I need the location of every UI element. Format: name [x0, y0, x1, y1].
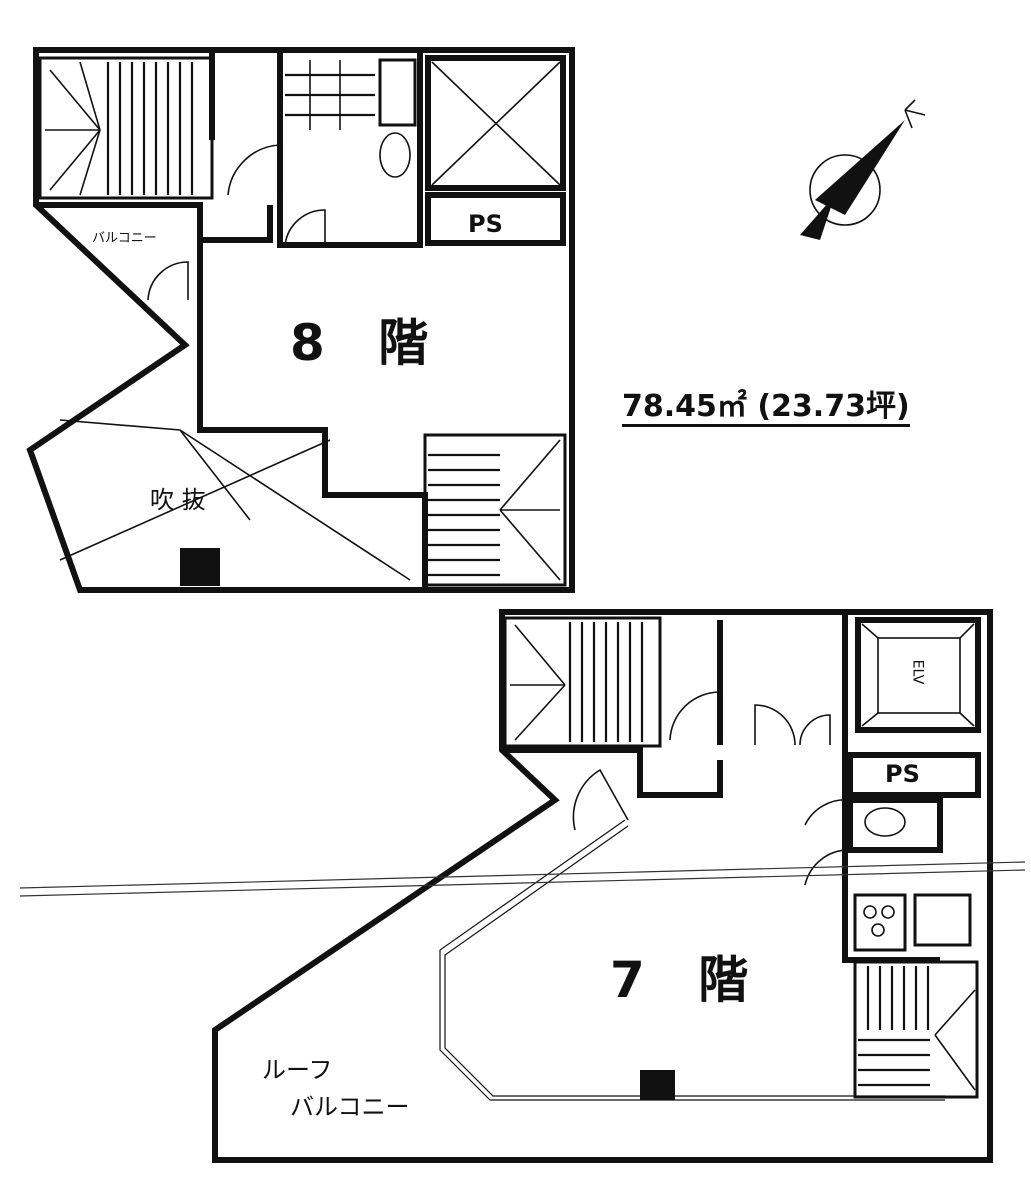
floor-8-shelves	[285, 60, 375, 130]
north-arrow-icon	[800, 99, 926, 240]
floor-7-toilet-room	[847, 797, 943, 853]
floor-7-toilet	[864, 807, 906, 837]
floor-8-plan	[26, 47, 575, 593]
floor-8-shaft	[425, 55, 566, 191]
floor-7-sink	[913, 893, 972, 947]
floor-7-stove	[853, 893, 907, 952]
floor-7-stair-a	[503, 616, 662, 748]
floor-7-outer-wall	[212, 609, 993, 1163]
floor-8-stair-b-treads	[428, 439, 561, 581]
floor-7-elv-label: ELV	[909, 659, 926, 685]
floor-7-roof-balcony-label-2: バルコニー	[290, 1093, 410, 1121]
floor-8-column	[180, 548, 220, 586]
floor-7-column	[640, 1070, 675, 1100]
scan-line	[19, 861, 1026, 889]
floor-8-balcony-label: バルコニー	[92, 231, 157, 246]
floor-7-roof-balcony-label-1: ルーフ	[262, 1056, 333, 1084]
floor-7-plan	[212, 609, 993, 1163]
floor-8-void-label: 吹 抜	[150, 486, 206, 514]
floor-8-ps-box	[425, 192, 566, 246]
floor-7-elevator	[855, 617, 981, 733]
floor-7-stair-b	[853, 960, 979, 1099]
floor-7-ps-label: PS	[885, 760, 920, 788]
floor-8-stair-b	[423, 433, 567, 587]
floor-8-void-lines	[59, 419, 411, 581]
floor-area-text: 78.45㎡ (23.73坪)	[622, 392, 910, 427]
floor-8-toilet	[379, 132, 411, 178]
floor-8-label: 8 階	[290, 314, 447, 372]
floor-8-stair-a	[38, 56, 214, 200]
floor-8-bath	[378, 58, 417, 127]
floor-8-ps-label: PS	[468, 210, 503, 238]
floor-7-label: 7 階	[610, 951, 767, 1009]
floor-7-stair-b-treads	[858, 966, 976, 1091]
floor-8-outer-wall	[26, 47, 575, 593]
floor-7-ps-box	[847, 752, 981, 798]
floor-8-stair-a-treads	[45, 61, 194, 196]
floor-7-stair-a-treads	[510, 622, 644, 742]
